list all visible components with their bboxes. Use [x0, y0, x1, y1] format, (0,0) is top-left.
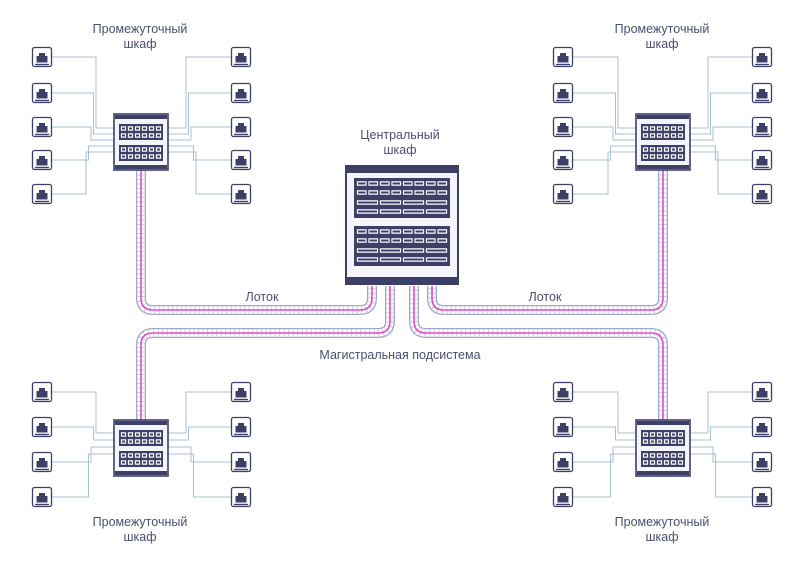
intermediate-cabinet-bl-label: Промежуточный шкаф	[92, 515, 188, 544]
wall-outlet-icon	[230, 416, 252, 438]
patch-wire	[690, 151, 752, 195]
patch-wire	[573, 151, 636, 195]
patch-wire	[168, 391, 231, 434]
wall-outlet-icon	[31, 451, 53, 473]
wall-outlet-icon	[751, 451, 773, 473]
patch-wires	[52, 56, 752, 498]
wall-outlet-icon	[751, 486, 773, 508]
patch-wire	[690, 391, 752, 434]
intermediate-cabinet-tr-label: Промежуточный шкаф	[614, 22, 710, 51]
patch-wire	[168, 126, 231, 141]
backbone-subsystem-label: Магистральная подсистема	[319, 348, 481, 362]
wall-outlet-icon	[552, 183, 574, 205]
cable	[431, 170, 664, 311]
cable	[140, 286, 391, 420]
cable	[413, 286, 664, 420]
patch-wire	[573, 56, 636, 129]
tray-right-label: Лоток	[528, 290, 562, 304]
cable-trays	[136, 170, 668, 420]
wall-outlet-icon	[31, 381, 53, 403]
patch-wire	[690, 453, 752, 498]
patch-wire	[52, 426, 114, 441]
patch-wire	[168, 56, 231, 129]
tray-left	[136, 170, 377, 315]
patch-wire	[52, 56, 114, 129]
wall-outlet-icon	[31, 82, 53, 104]
central-cabinet-label: Центральный шкаф	[360, 128, 440, 157]
wall-outlet-icon	[751, 82, 773, 104]
devices	[31, 46, 773, 508]
wall-outlet-icon	[751, 416, 773, 438]
wall-outlet-icon	[230, 486, 252, 508]
wall-outlet-icon	[230, 46, 252, 68]
wall-outlet-icon	[552, 381, 574, 403]
patch-wire	[168, 92, 231, 135]
wall-outlet-icon	[230, 183, 252, 205]
wall-outlet-icon	[751, 46, 773, 68]
wall-outlet-icon	[230, 149, 252, 171]
wall-outlet-icon	[751, 183, 773, 205]
patch-wire	[52, 145, 114, 161]
wall-outlet-icon	[751, 116, 773, 138]
wall-outlet-icon	[552, 416, 574, 438]
wall-outlet-icon	[552, 451, 574, 473]
patch-wire	[168, 151, 231, 195]
intermediate-cabinet-tl	[113, 113, 169, 171]
patch-wire	[690, 145, 752, 161]
patch-wire	[168, 426, 231, 441]
intermediate-cabinet-br-label: Промежуточный шкаф	[614, 515, 710, 544]
cable	[140, 170, 373, 311]
patch-wire	[168, 145, 231, 161]
patch-wire	[52, 391, 114, 434]
patch-wire	[690, 92, 752, 135]
wall-outlet-icon	[552, 116, 574, 138]
tray-left-label: Лоток	[245, 290, 279, 304]
backbone-tray-left	[136, 286, 395, 420]
patch-wire	[52, 126, 114, 141]
intermediate-cabinet-tr	[635, 113, 691, 171]
wall-outlet-icon	[31, 116, 53, 138]
patch-wire	[52, 453, 114, 498]
patch-wire	[690, 126, 752, 141]
patch-wire	[168, 453, 231, 498]
wall-outlet-icon	[31, 486, 53, 508]
wall-outlet-icon	[230, 381, 252, 403]
patch-wire	[52, 151, 114, 195]
intermediate-cabinet-bl	[113, 419, 169, 477]
wall-outlet-icon	[552, 82, 574, 104]
patch-wire	[573, 426, 636, 441]
wall-outlet-icon	[31, 46, 53, 68]
wall-outlet-icon	[31, 416, 53, 438]
wall-outlet-icon	[230, 451, 252, 473]
wall-outlet-icon	[552, 46, 574, 68]
tray-right	[427, 170, 668, 315]
wall-outlet-icon	[751, 149, 773, 171]
patch-wire	[573, 391, 636, 434]
patch-wire	[573, 92, 636, 135]
backbone-tray-right	[409, 286, 668, 420]
patch-wire	[52, 92, 114, 135]
wall-outlet-icon	[751, 381, 773, 403]
patch-wire	[573, 145, 636, 161]
wall-outlet-icon	[552, 149, 574, 171]
patch-wire	[690, 56, 752, 129]
wall-outlet-icon	[230, 82, 252, 104]
central-cabinet	[345, 165, 459, 285]
wall-outlet-icon	[230, 116, 252, 138]
patch-wire	[690, 426, 752, 441]
patch-wire	[573, 453, 636, 498]
wall-outlet-icon	[552, 486, 574, 508]
wall-outlet-icon	[31, 149, 53, 171]
intermediate-cabinet-tl-label: Промежуточный шкаф	[92, 22, 188, 51]
patch-wire	[573, 126, 636, 141]
wall-outlet-icon	[31, 183, 53, 205]
intermediate-cabinet-br	[635, 419, 691, 477]
